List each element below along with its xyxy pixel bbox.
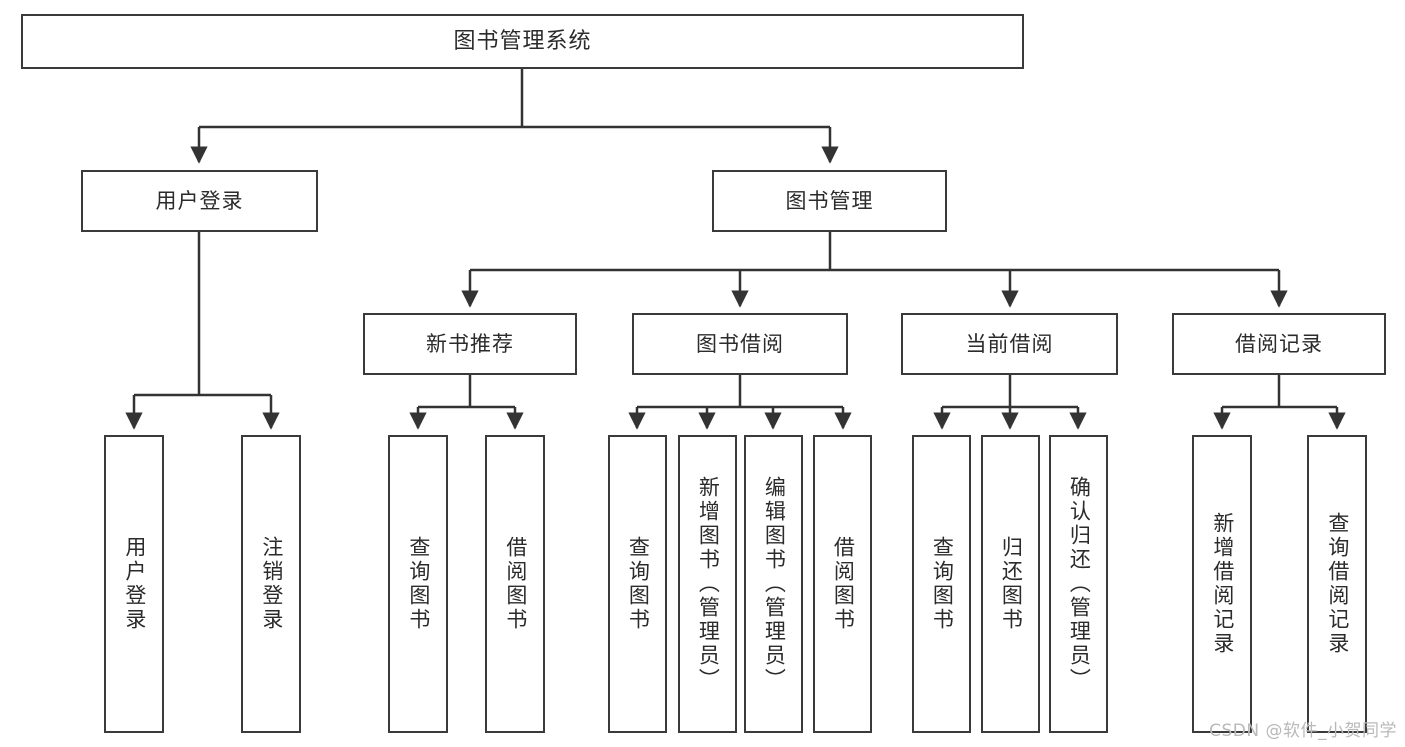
node-borrow-records-label: 借阅记录: [1235, 331, 1323, 356]
node-user-login-label: 用户登录: [155, 188, 244, 213]
leaf-add-borrow-record-label: 新增借阅记录: [1210, 512, 1235, 656]
node-root-label: 图书管理系统: [453, 28, 592, 54]
leaf-user-login[interactable]: 用户登录: [104, 435, 164, 733]
leaf-query-borrow-record[interactable]: 查询借阅记录: [1307, 435, 1367, 733]
node-book-management[interactable]: 图书管理: [712, 170, 947, 232]
node-current-borrow[interactable]: 当前借阅: [901, 313, 1118, 375]
leaf-user-login-label: 用户登录: [122, 536, 147, 632]
leaf-return-book[interactable]: 归还图书: [981, 435, 1040, 733]
node-user-login[interactable]: 用户登录: [81, 170, 318, 232]
leaf-edit-book-admin-label: 编辑图书（管理员）: [762, 476, 787, 692]
leaf-return-book-label: 归还图书: [999, 536, 1024, 632]
leaf-add-book-admin-label: 新增图书（管理员）: [696, 476, 721, 692]
leaf-query-book-recommend-label: 查询图书: [406, 536, 431, 632]
leaf-borrow-book-label: 借阅图书: [831, 536, 856, 632]
leaf-query-book-current[interactable]: 查询图书: [912, 435, 971, 733]
watermark-text: CSDN @软件_小贺同学: [1209, 721, 1397, 741]
leaf-borrow-book-recommend-label: 借阅图书: [503, 536, 528, 632]
node-new-book-recommend-label: 新书推荐: [426, 331, 514, 356]
leaf-edit-book-admin[interactable]: 编辑图书（管理员）: [744, 435, 803, 733]
leaf-add-book-admin[interactable]: 新增图书（管理员）: [678, 435, 737, 733]
leaf-confirm-return-admin[interactable]: 确认归还（管理员）: [1049, 435, 1108, 733]
leaf-add-borrow-record[interactable]: 新增借阅记录: [1192, 435, 1252, 733]
leaf-query-book-current-label: 查询图书: [930, 536, 955, 632]
leaf-query-book-borrow[interactable]: 查询图书: [608, 435, 667, 733]
leaf-confirm-return-admin-label: 确认归还（管理员）: [1067, 476, 1092, 692]
leaf-logout[interactable]: 注销登录: [241, 435, 301, 733]
leaf-logout-label: 注销登录: [259, 536, 284, 632]
leaf-borrow-book-recommend[interactable]: 借阅图书: [485, 435, 545, 733]
leaf-query-borrow-record-label: 查询借阅记录: [1325, 512, 1350, 656]
leaf-query-book-recommend[interactable]: 查询图书: [388, 435, 448, 733]
node-book-borrow[interactable]: 图书借阅: [632, 313, 848, 375]
node-book-management-label: 图书管理: [785, 188, 874, 213]
leaf-query-book-borrow-label: 查询图书: [626, 536, 651, 632]
node-new-book-recommend[interactable]: 新书推荐: [363, 313, 577, 375]
node-root[interactable]: 图书管理系统: [21, 14, 1024, 69]
leaf-borrow-book[interactable]: 借阅图书: [813, 435, 872, 733]
node-book-borrow-label: 图书借阅: [696, 331, 784, 356]
node-current-borrow-label: 当前借阅: [965, 331, 1054, 356]
node-borrow-records[interactable]: 借阅记录: [1172, 313, 1386, 375]
